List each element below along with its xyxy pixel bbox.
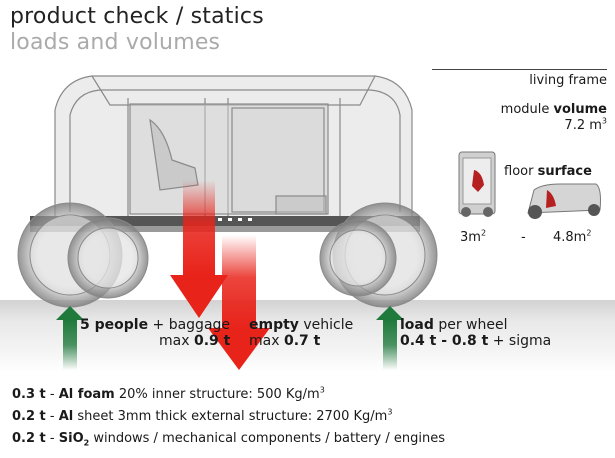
- floor-surface-label: floor surface: [504, 164, 592, 179]
- people-load-max: max 0.9 t: [159, 333, 231, 349]
- module-frame: [54, 75, 413, 219]
- floor-area-dash: -: [521, 230, 526, 245]
- ground-shadow: [0, 300, 615, 372]
- chassis-bar: [30, 216, 420, 226]
- floor-area-max: 4.8m2: [553, 228, 592, 245]
- living-frame-label: living frame: [529, 73, 607, 88]
- material-row-al-foam: 0.3 t - Al foam 20% inner structure: 500…: [12, 385, 325, 402]
- page-title: product check / statics: [10, 4, 264, 29]
- page-subtitle: loads and volumes: [10, 30, 221, 55]
- wheel-front: [319, 202, 438, 308]
- green-arrow-rear: [56, 306, 84, 370]
- wheel-load-range: 0.4 t - 0.8 t + sigma: [400, 333, 552, 349]
- material-row-sio2: 0.2 t - SiO2 windows / mechanical compon…: [12, 431, 445, 448]
- material-row-al-sheet: 0.2 t - Al sheet 3mm thick external stru…: [12, 407, 393, 424]
- vehicle-load-max: max 0.7 t: [249, 333, 321, 349]
- module-volume-label: module volume: [500, 102, 607, 117]
- module-flat-icon: [527, 183, 601, 219]
- module-upright-icon: [458, 151, 496, 217]
- green-arrow-front: [376, 306, 404, 370]
- module-volume-value: 7.2 m3: [564, 116, 607, 133]
- header-divider: [432, 69, 607, 70]
- red-arrow-vehicle: [208, 235, 270, 370]
- floor-area-min: 3m2: [460, 228, 487, 245]
- red-arrow-people: [170, 180, 228, 318]
- people-load-label: 5 people + baggage: [80, 317, 231, 333]
- vehicle-load-label: empty vehicle: [249, 317, 354, 333]
- wheel-rear: [17, 202, 149, 308]
- wheel-load-label: load per wheel: [400, 317, 508, 333]
